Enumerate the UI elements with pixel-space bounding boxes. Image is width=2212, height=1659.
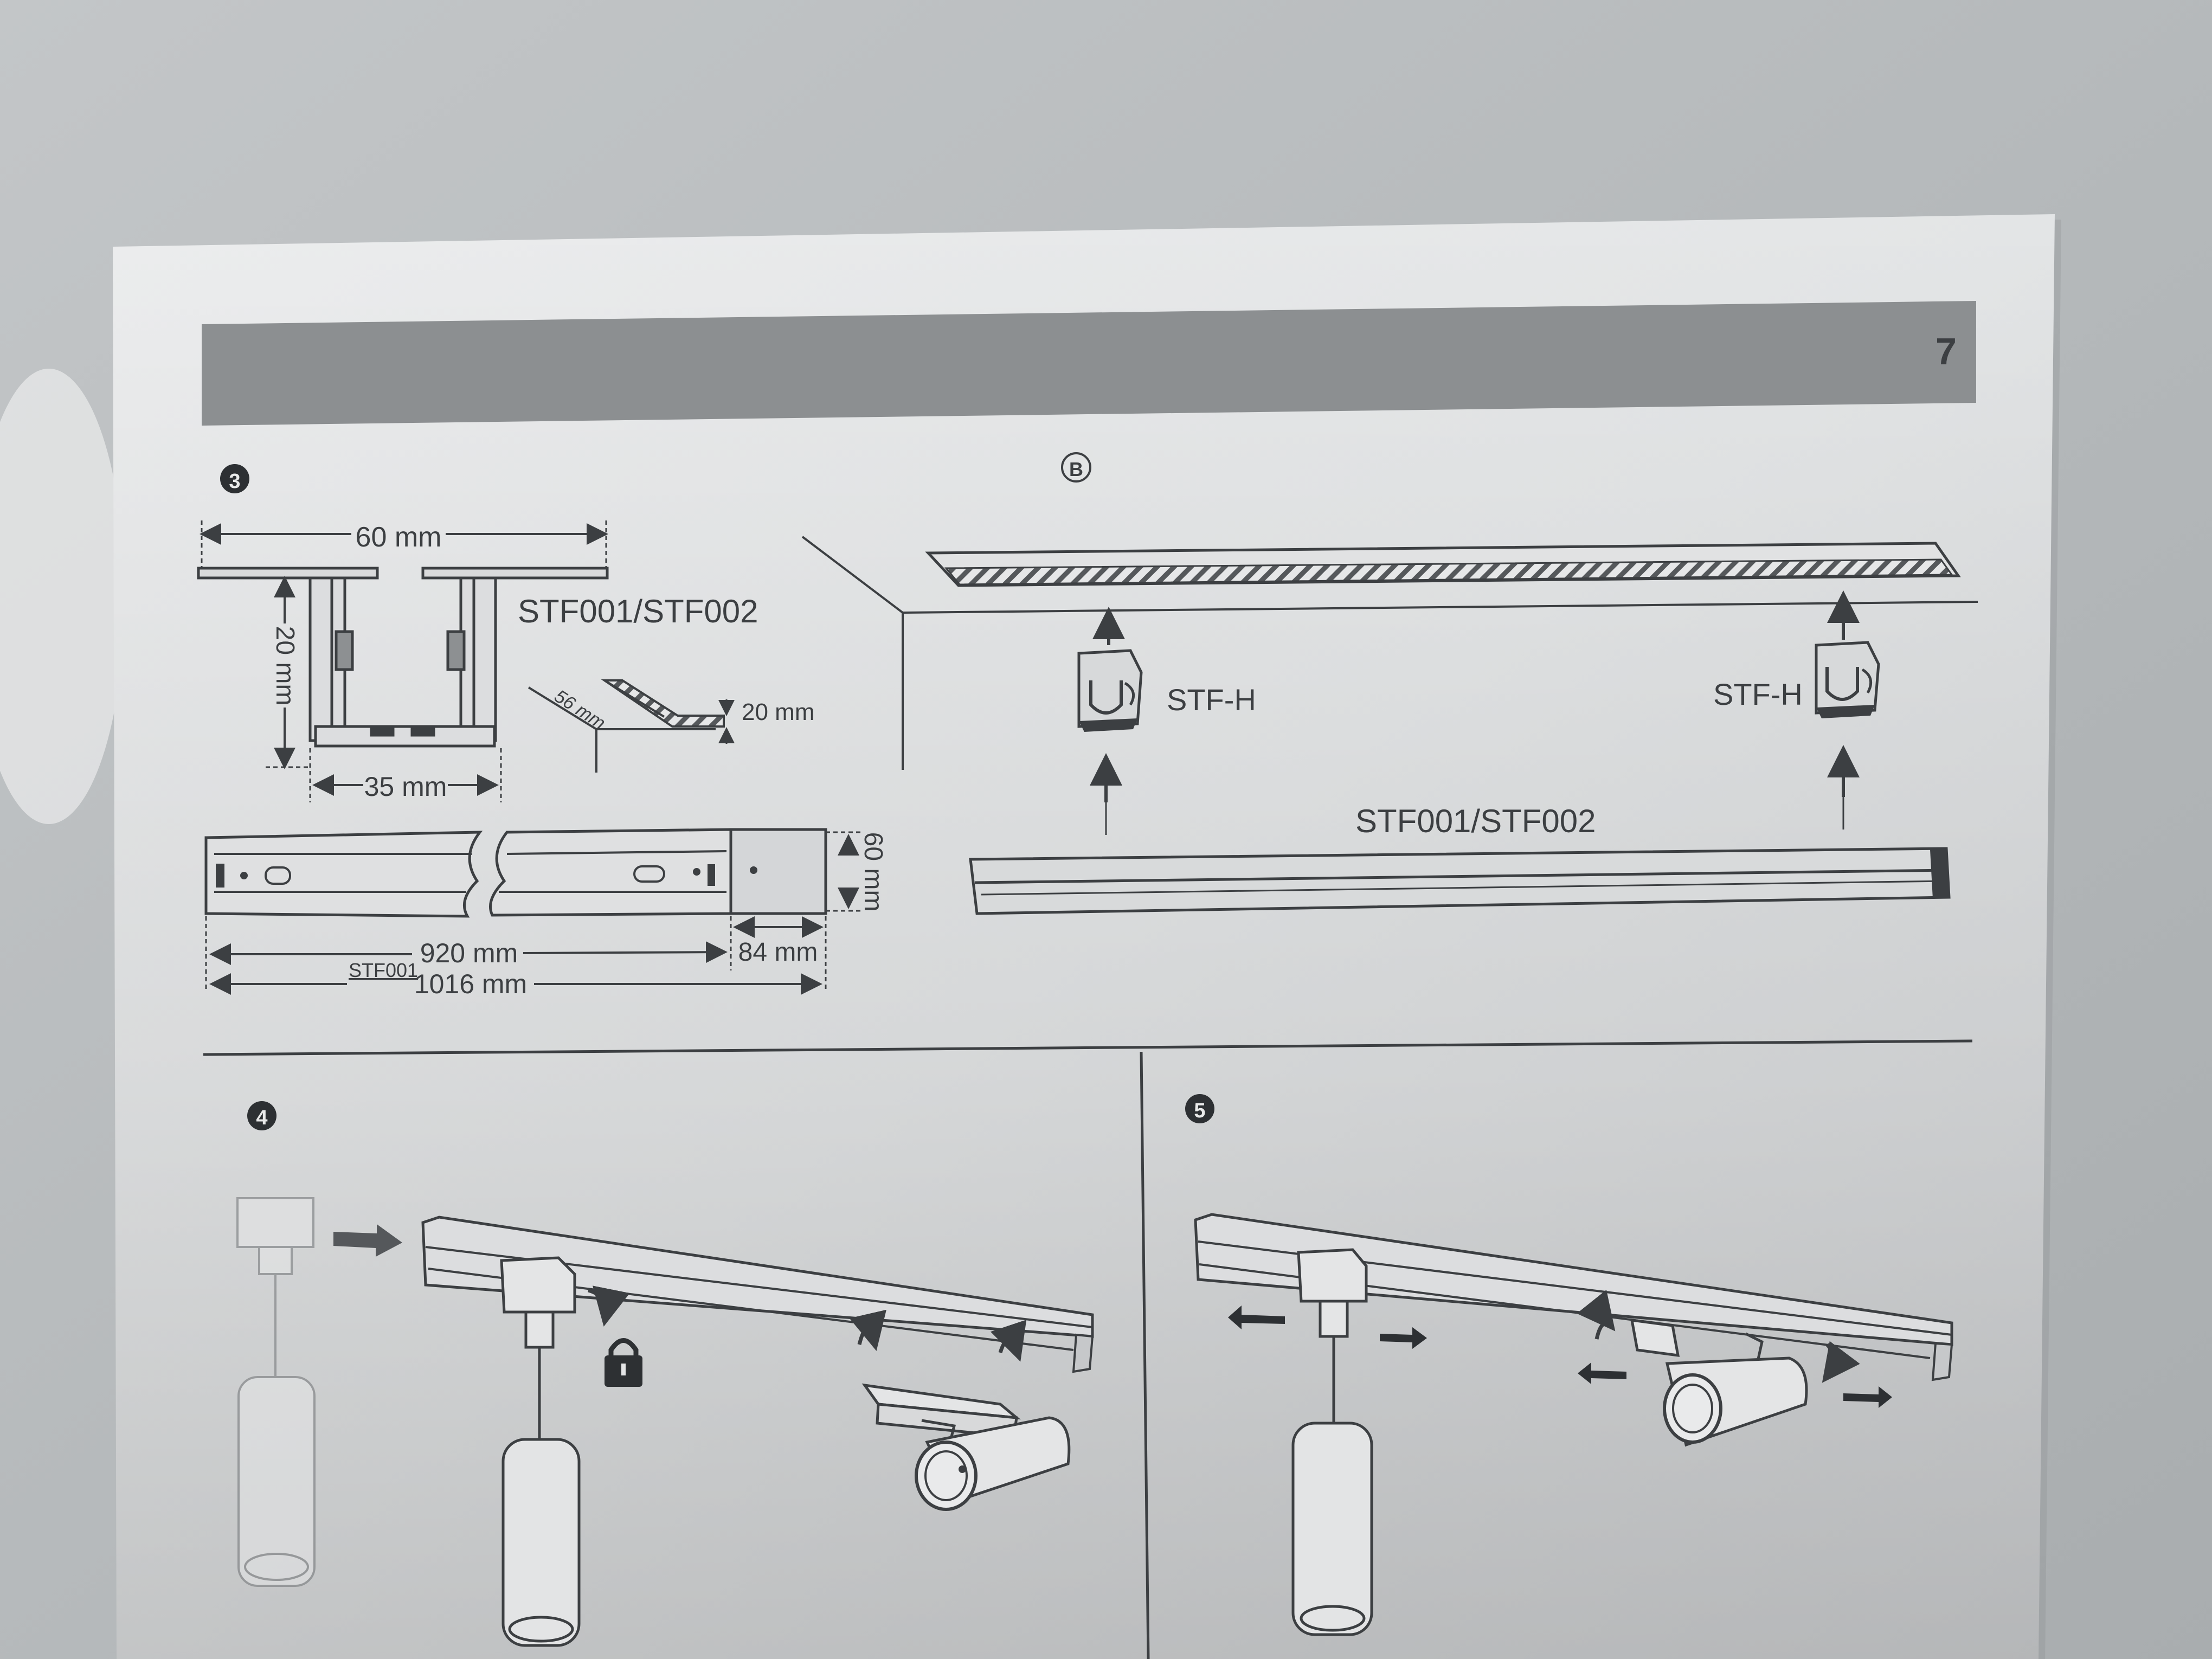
bracket-right-label: STF-H <box>1713 677 1803 711</box>
move-right-arrow-icon <box>1380 1327 1427 1349</box>
step-badge-b: B <box>1061 452 1091 483</box>
step-badge-3: 3 <box>220 464 249 493</box>
step-badge-5: 5 <box>1185 1094 1214 1123</box>
move-left-arrow-icon <box>1228 1306 1285 1329</box>
section-4-mounting: 4 <box>236 1101 1094 1647</box>
track-length-label: 920 mm <box>420 938 518 968</box>
spot-move-left-arrow-icon <box>1578 1362 1626 1384</box>
section-5-adjusting: 5 <box>1185 1094 1953 1636</box>
instruction-sheet <box>113 214 2061 1659</box>
spotlight-fixture-5 <box>1577 1289 1860 1447</box>
side-model-label: STF001 <box>349 959 418 981</box>
end-cap-length-label: 84 mm <box>738 938 818 967</box>
svg-text:B: B <box>1069 458 1083 480</box>
dimension-35mm: 35 mm <box>309 748 502 802</box>
track-model-label: STF001/STF002 <box>1355 803 1596 839</box>
dimension-20mm-vertical: 20 mm <box>266 576 309 769</box>
track-side-view <box>204 828 827 918</box>
dimension-side-60mm: 60 mm <box>826 831 888 912</box>
dimension-lengths: 920 mm 84 mm STF001 1016 mm <box>205 916 827 999</box>
step-badge-4: 4 <box>247 1101 276 1130</box>
svg-text:4: 4 <box>256 1107 267 1129</box>
header-band: 7 <box>202 301 1976 426</box>
profile-width-label: 60 mm <box>356 522 442 553</box>
ceiling-outline <box>801 536 1978 770</box>
profile-inner-width-label: 35 mm <box>364 771 447 802</box>
spot-move-right-arrow-icon <box>1843 1386 1892 1408</box>
total-length-label: 1016 mm <box>414 969 527 999</box>
pendant-light-5 <box>1291 1248 1373 1636</box>
profile-height-label: 20 mm <box>271 626 299 706</box>
pendant-light-ghost <box>236 1197 316 1587</box>
section-3-profile: 3 60 mm 20 mm <box>197 464 888 999</box>
bracket-left-label: STF-H <box>1167 683 1256 717</box>
cutout-depth-label: 20 mm <box>742 699 814 725</box>
svg-text:3: 3 <box>229 470 240 493</box>
section-b-installation: B STF-H <box>801 452 1978 915</box>
pendant-light <box>500 1256 630 1647</box>
profile-model-label: STF001/STF002 <box>518 593 758 629</box>
slide-arrow-icon <box>333 1224 402 1257</box>
page-number: 7 <box>1935 330 1957 372</box>
section-dividers <box>203 1039 1973 1659</box>
svg-text:5: 5 <box>1194 1099 1205 1122</box>
spotlight-fixture <box>849 1309 1071 1511</box>
dimension-60mm: 60 mm <box>200 520 608 569</box>
bracket-left: STF-H <box>1077 607 1256 835</box>
lock-icon <box>605 1338 642 1387</box>
track-cross-section <box>197 567 609 748</box>
long-track <box>969 847 1951 915</box>
side-height-label: 60 mm <box>859 832 888 912</box>
bracket-right: STF-H <box>1713 590 1880 829</box>
